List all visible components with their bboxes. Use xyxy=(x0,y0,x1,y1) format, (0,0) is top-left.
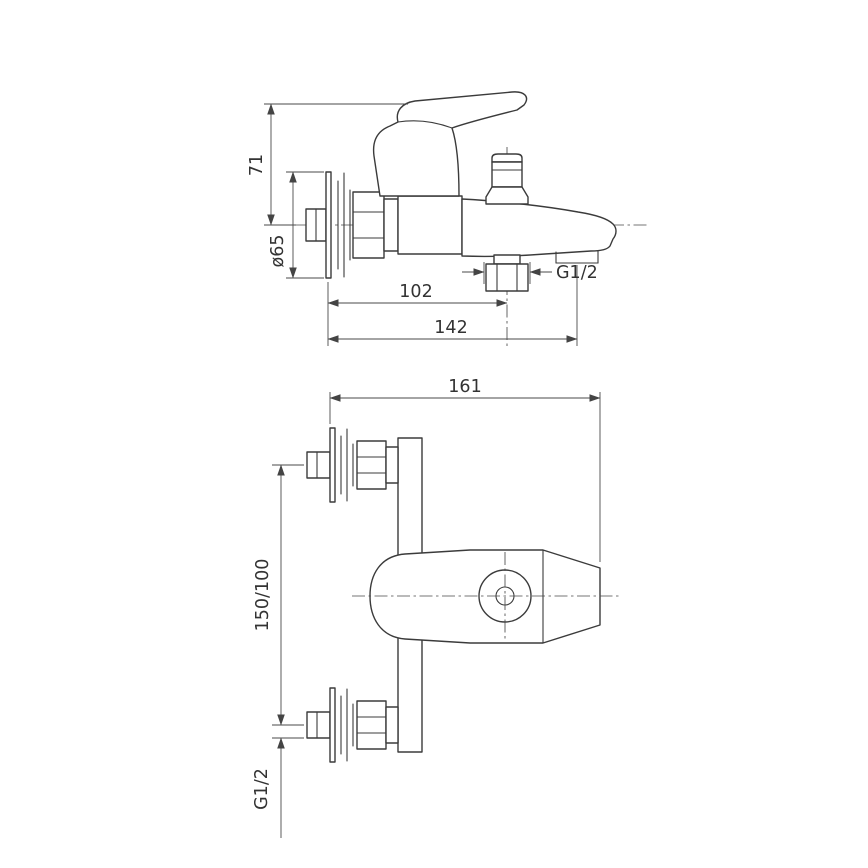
thread-label-side: G1/2 xyxy=(556,263,598,283)
adapter-sleeve-lower xyxy=(385,706,399,744)
dim-height: 71 xyxy=(247,103,408,226)
dim-height-label: 71 xyxy=(247,154,267,176)
upper-mount xyxy=(306,427,399,503)
shower-outlet xyxy=(485,254,529,292)
dim-total-length: 161 xyxy=(329,377,601,562)
shower-outlet-hex xyxy=(485,263,529,292)
diverter-knob xyxy=(485,153,529,205)
supply-stub-lower xyxy=(306,711,331,739)
escutcheon-rim xyxy=(325,171,332,279)
dim-wall-to-spout-outlet: 142 xyxy=(327,265,578,346)
dim-wall-to-shower-outlet: 102 xyxy=(327,282,508,346)
lower-mount xyxy=(306,687,399,763)
dim-flange-diameter: ø65 xyxy=(268,171,324,279)
diverter-body xyxy=(491,161,523,188)
handle-joint-line xyxy=(397,120,453,129)
plan-view: 161 150/100 G1/2 xyxy=(252,377,622,838)
mounting-nut-lower xyxy=(356,700,387,750)
dim-connection-spacing: 150/100 xyxy=(253,464,304,726)
dim-flange-diameter-label: ø65 xyxy=(268,235,288,268)
spout xyxy=(461,198,617,258)
escutcheon-rim-lower xyxy=(329,687,336,763)
dim-102-label: 102 xyxy=(399,282,432,302)
thread-label-plan: G1/2 xyxy=(252,768,272,810)
side-view: 71 ø65 102 142 G1/2 xyxy=(247,91,648,346)
supply-stub-upper xyxy=(306,451,331,479)
cartridge-body xyxy=(397,195,463,255)
lever-handle xyxy=(372,91,528,197)
thread-callout-plan: G1/2 xyxy=(252,737,304,838)
wall-connection-side xyxy=(305,171,399,279)
escutcheon-rim-upper xyxy=(329,427,336,503)
mounting-nut xyxy=(352,191,385,259)
mounting-nut-upper xyxy=(356,440,387,490)
thread-callout-side: G1/2 xyxy=(462,262,598,284)
adapter-sleeve-upper xyxy=(385,446,399,484)
dim-142-label: 142 xyxy=(434,318,467,338)
aerator xyxy=(555,250,599,264)
shower-outlet-neck xyxy=(493,254,521,265)
dim-161-label: 161 xyxy=(448,377,481,397)
diverter-flare xyxy=(485,186,529,205)
diverter-cap xyxy=(491,153,523,163)
adapter-sleeve xyxy=(383,198,399,252)
dim-150-100-label: 150/100 xyxy=(253,559,273,632)
